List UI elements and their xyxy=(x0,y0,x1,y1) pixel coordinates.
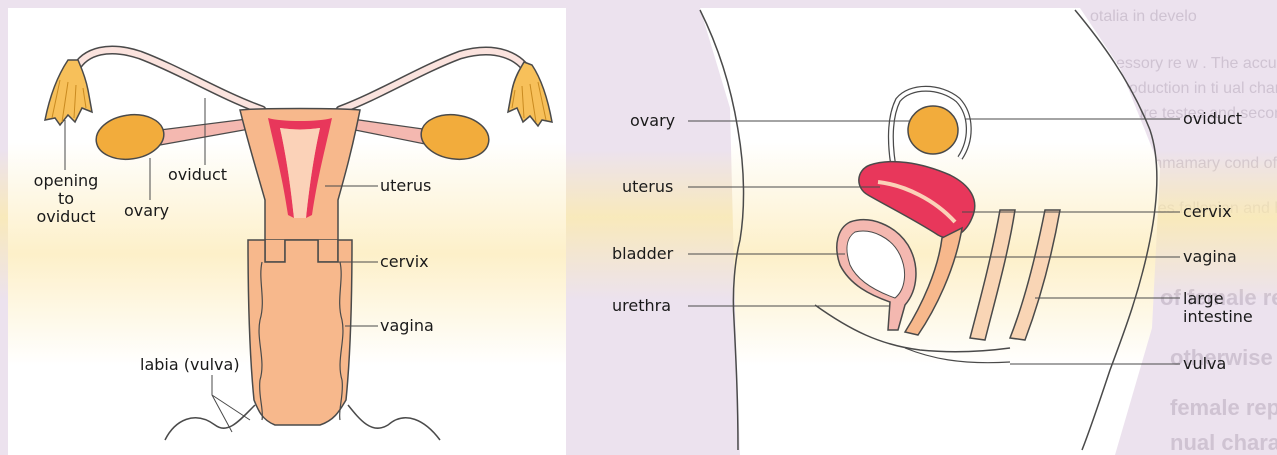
label-uterus-left: uterus xyxy=(380,177,431,195)
label-line: large xyxy=(1183,290,1253,308)
rectum xyxy=(970,210,1015,340)
label-bladder-right: bladder xyxy=(612,245,673,263)
label-uterus-right: uterus xyxy=(622,178,673,196)
label-ovary-left: ovary xyxy=(124,202,169,220)
body-outline-front xyxy=(700,10,744,450)
label-vagina-left: vagina xyxy=(380,317,434,335)
label-line: to xyxy=(28,190,104,208)
label-cervix-right: cervix xyxy=(1183,203,1232,221)
label-vagina-right: vagina xyxy=(1183,248,1237,266)
label-large-intestine: large intestine xyxy=(1183,290,1253,326)
large-intestine xyxy=(1010,210,1060,340)
side-ovary xyxy=(908,106,958,154)
label-line: oviduct xyxy=(28,208,104,226)
label-line: intestine xyxy=(1183,308,1253,326)
label-opening-to-oviduct: opening to oviduct xyxy=(28,172,104,226)
label-oviduct-right: oviduct xyxy=(1183,110,1242,128)
label-oviduct-left: oviduct xyxy=(168,166,227,184)
label-line: opening xyxy=(28,172,104,190)
label-ovary-right: ovary xyxy=(630,112,675,130)
body-outline-back xyxy=(1075,10,1157,450)
label-cervix-left: cervix xyxy=(380,253,429,271)
label-urethra-right: urethra xyxy=(612,297,671,315)
label-vulva-right: vulva xyxy=(1183,355,1226,373)
label-labia: labia (vulva) xyxy=(140,356,240,374)
